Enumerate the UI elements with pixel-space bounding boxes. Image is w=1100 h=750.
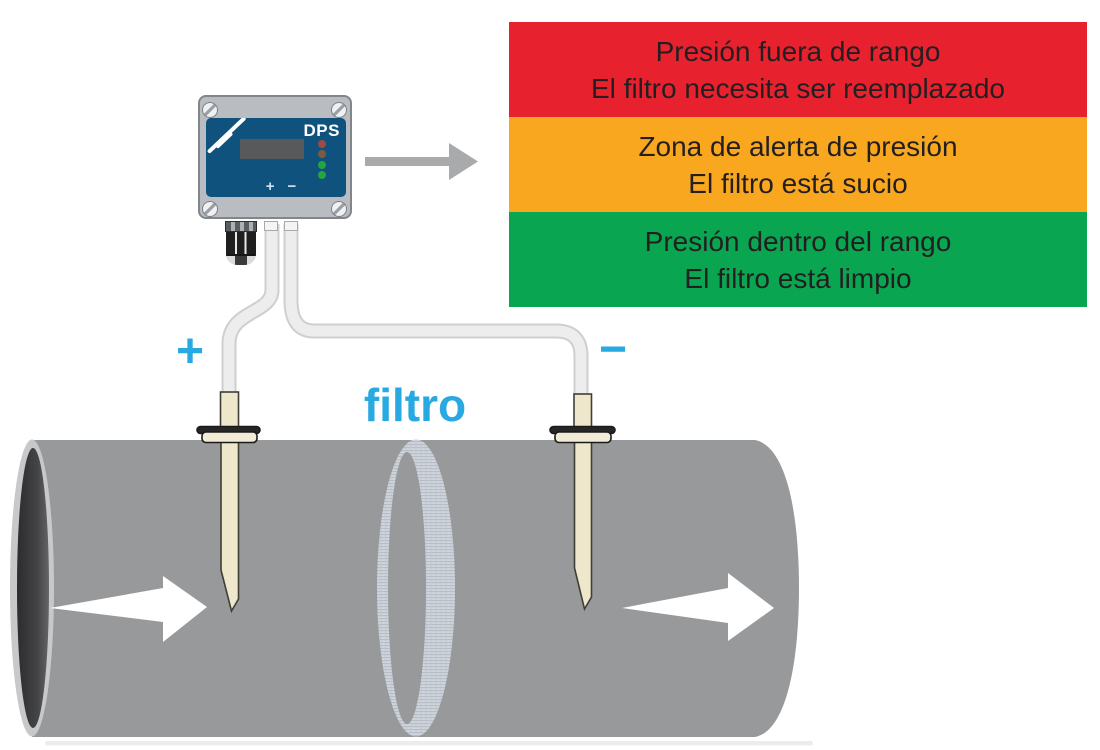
- tube-fitting-minus: [284, 221, 298, 231]
- cable-gland-dome: [226, 254, 256, 265]
- airflow-arrow-left: [50, 576, 207, 642]
- port-plus-label: +: [265, 178, 275, 195]
- dps-front-panel: DPS + −: [206, 118, 346, 197]
- minus-tap-label: −: [599, 323, 628, 376]
- lcd-display: [240, 139, 304, 159]
- screw-icon: [202, 201, 218, 217]
- probe-minus-flange: [554, 431, 612, 444]
- screw-icon: [202, 102, 218, 118]
- pipe-shadow: [45, 741, 813, 746]
- probe-plus: [196, 391, 261, 614]
- pressure-tube-plus: [221, 224, 280, 394]
- screw-icon: [331, 102, 347, 118]
- cable-gland-nut: [225, 221, 257, 232]
- dps-transmitter: DPS + −: [198, 95, 352, 219]
- legend-line: Zona de alerta de presión: [638, 130, 958, 162]
- legend-line: Presión fuera de rango: [655, 35, 941, 67]
- legend-line: El filtro está limpio: [684, 262, 912, 294]
- device-to-legend-arrow: [365, 143, 478, 180]
- filter-element-core: [388, 452, 426, 724]
- filter-label: filtro: [363, 379, 467, 431]
- device-model-label: DPS: [303, 121, 340, 140]
- legend-line: El filtro necesita ser reemplazado: [591, 72, 1005, 104]
- legend-band-alert: Zona de alerta de presión El filtro está…: [509, 117, 1087, 212]
- pipe-opening-hole: [17, 448, 49, 728]
- airflow-arrow-right: [622, 573, 774, 641]
- tube-fitting-plus: [264, 221, 278, 231]
- legend-band-in-range: Presión dentro del rango El filtro está …: [509, 212, 1087, 307]
- port-markings: + −: [206, 178, 346, 195]
- status-led-green-1: [318, 161, 326, 169]
- screw-icon: [331, 201, 347, 217]
- legend-band-out-of-range: Presión fuera de rango El filtro necesit…: [509, 22, 1087, 117]
- plus-tap-label: +: [176, 325, 205, 378]
- legend-line: Presión dentro del rango: [644, 225, 952, 257]
- pressure-tube-minus: [283, 224, 589, 396]
- status-led-green-2: [318, 171, 326, 179]
- pressure-legend: Presión fuera de rango El filtro necesit…: [509, 22, 1087, 307]
- port-minus-label: −: [287, 178, 297, 195]
- status-led-amber: [318, 150, 326, 158]
- status-led-red: [318, 140, 326, 148]
- legend-line: El filtro está sucio: [688, 167, 908, 199]
- cable-gland-body: [226, 232, 256, 254]
- probe-plus-flange: [201, 431, 258, 444]
- probe-minus: [549, 393, 616, 612]
